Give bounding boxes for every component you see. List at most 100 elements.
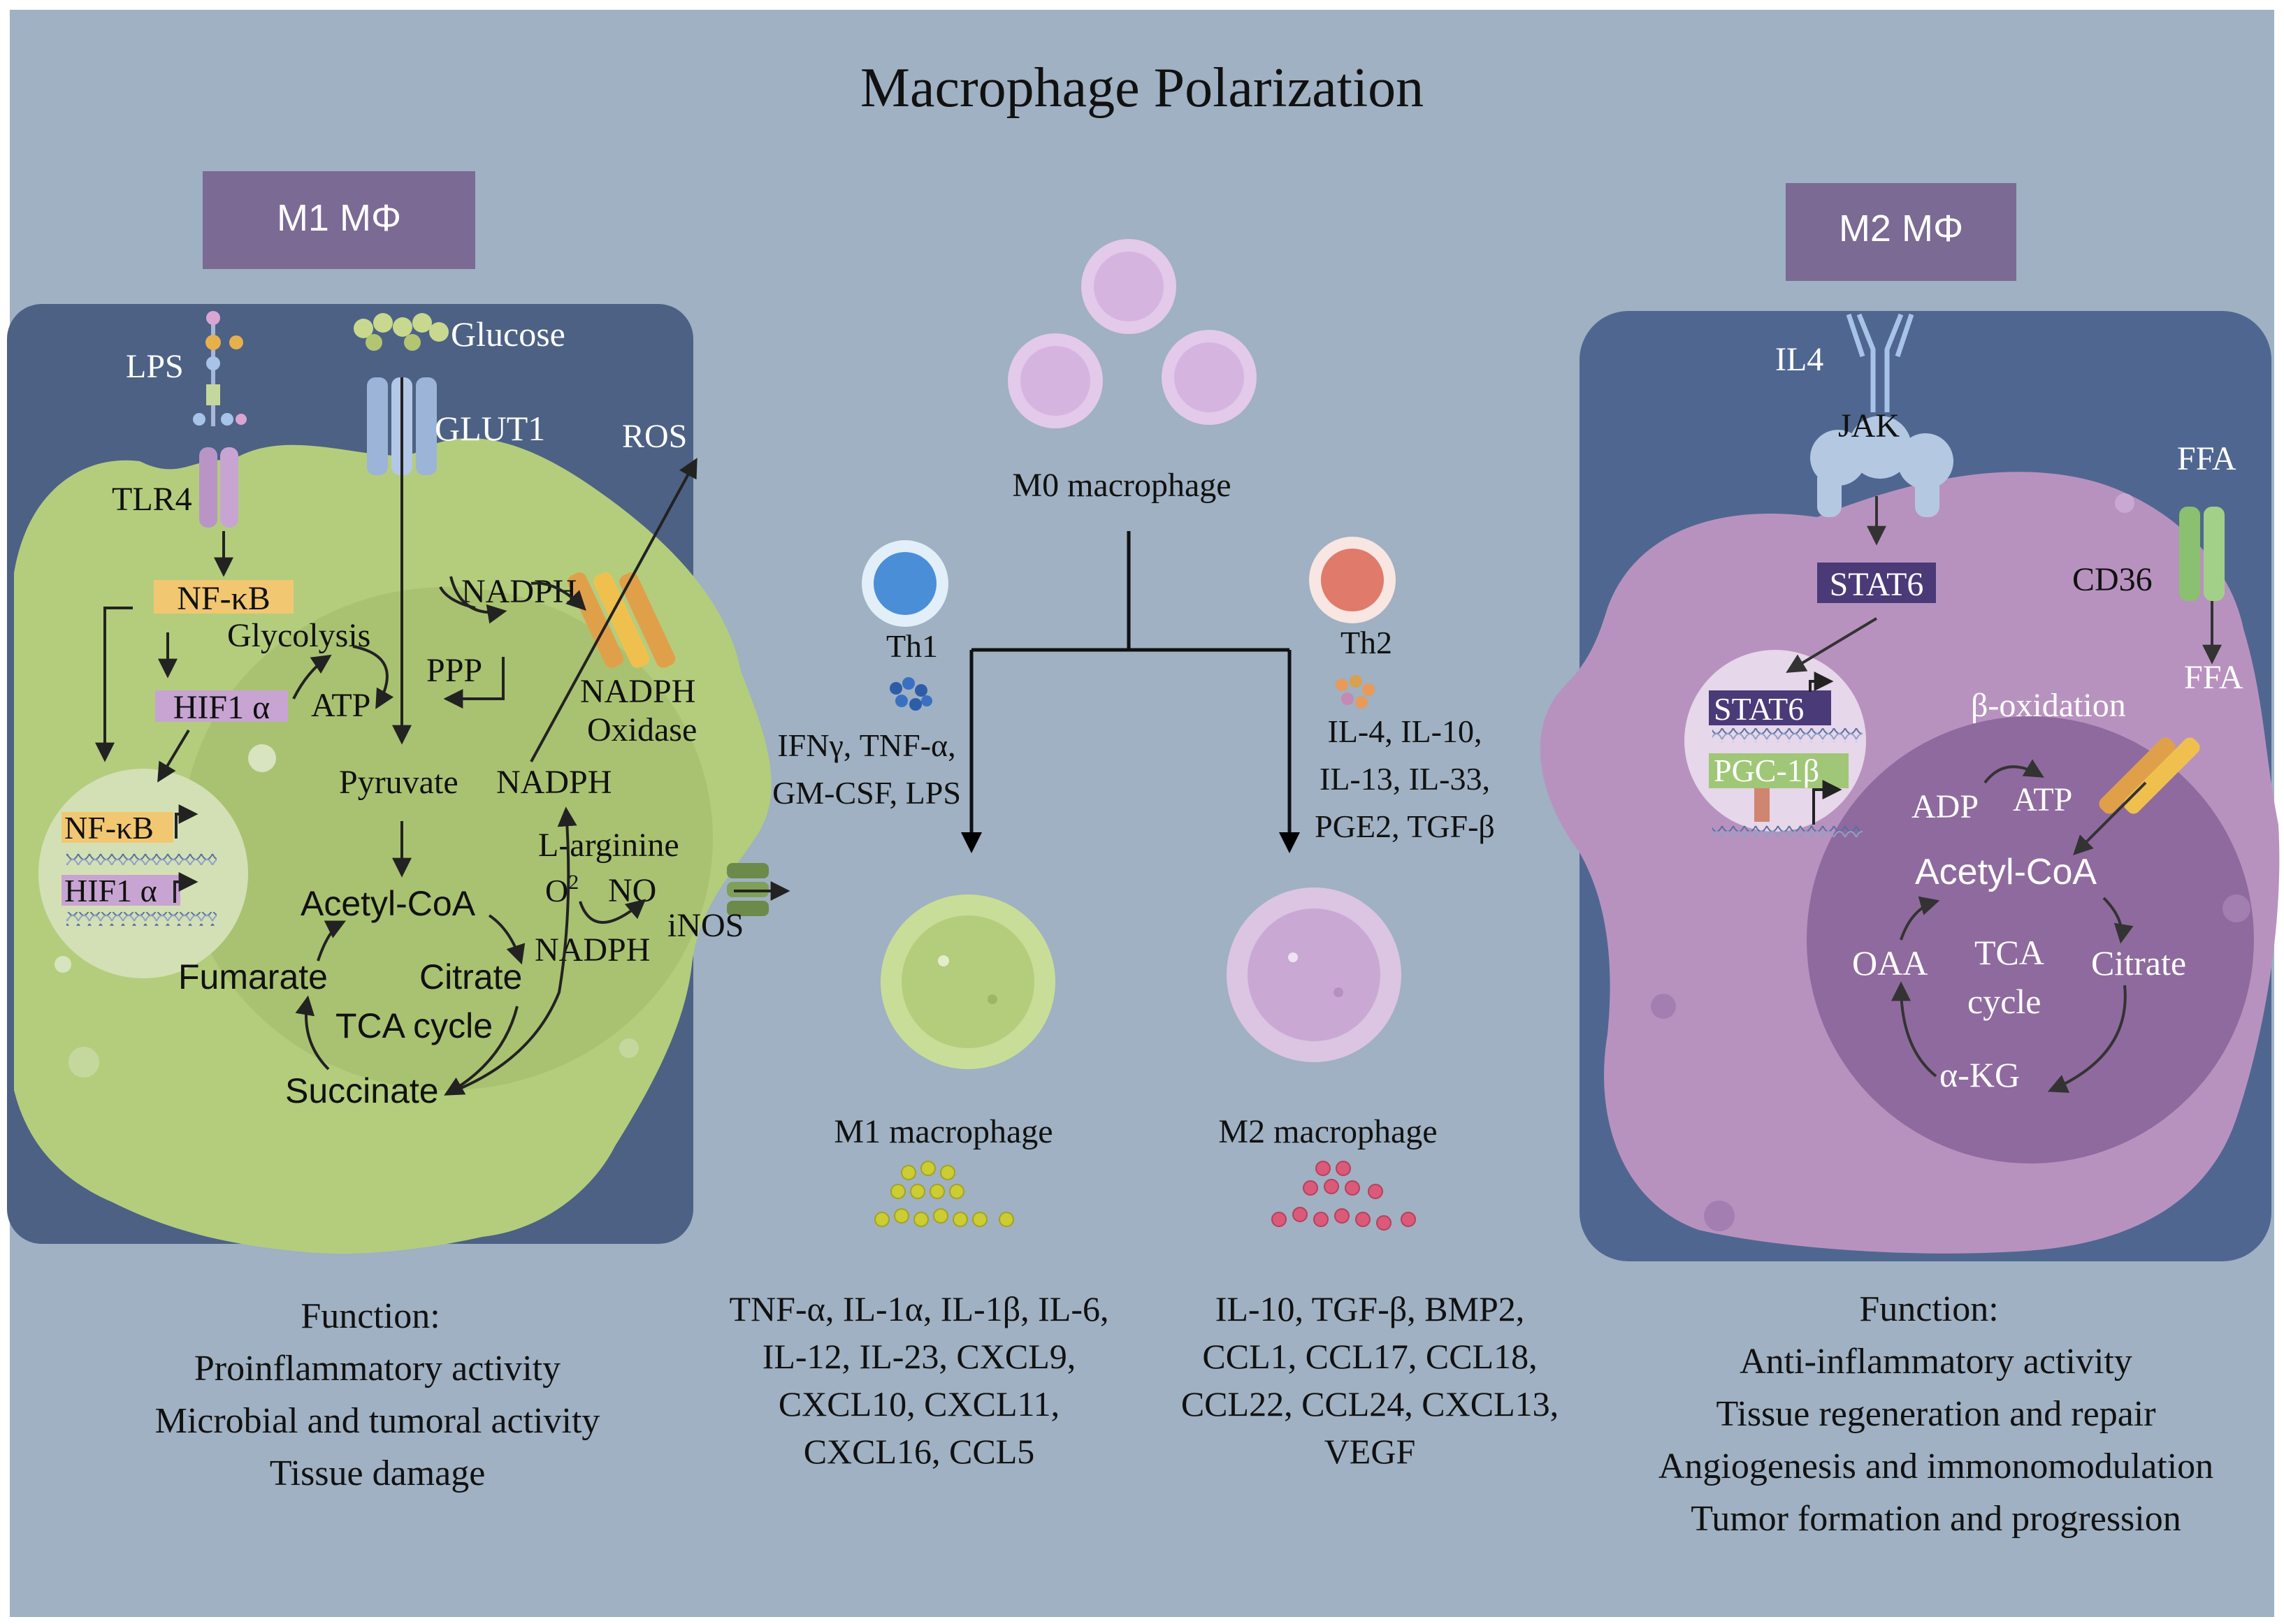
glycolysis-label: Glycolysis	[227, 617, 370, 654]
glut1-transporter-icon	[367, 377, 437, 475]
ffa-top-label: FFA	[2177, 440, 2236, 477]
m2-header-box	[1786, 183, 2016, 281]
ros-label: ROS	[622, 418, 687, 455]
atp-label-m2: ATP	[2013, 781, 2072, 818]
hif1a-to-glycolysis-arrow	[292, 654, 332, 699]
acetylcoa-to-citrate-arrow	[2102, 897, 2134, 944]
th1-stimuli-line: IFNγ, TNF-α,	[777, 727, 955, 763]
il4-receptor-icon	[1846, 313, 1914, 412]
il4-label: IL4	[1775, 341, 1823, 378]
l-arginine-label: L-arginine	[538, 827, 679, 864]
dna-strand-icon	[1712, 728, 1863, 742]
ffa-in-label: FFA	[2184, 659, 2243, 696]
th1-cytokines-icon	[890, 677, 932, 711]
akg-label: α-KG	[1939, 1055, 2020, 1094]
center-section: M0 macrophage Th1 IFNγ, TNF-α, GM-CSF, L…	[730, 239, 1559, 1471]
glucose-label: Glucose	[451, 314, 565, 354]
succinate-label: Succinate	[285, 1071, 439, 1110]
m2-cytokines-icon	[1271, 1161, 1416, 1231]
m1-vesicle	[68, 1047, 99, 1078]
m1-secreted-line: CXCL16, CCL5	[804, 1432, 1035, 1471]
m2-secreted-line: IL-10, TGF-β, BMP2,	[1215, 1289, 1525, 1328]
tlr4-receptor-icon	[199, 447, 238, 528]
m1-macrophage-icon	[881, 894, 1055, 1069]
jak-label: JAK	[1838, 407, 1900, 444]
jak-kinase-icon	[1810, 416, 1953, 517]
nfkb-gene-box	[62, 812, 173, 843]
m2-secreted-line: VEGF	[1324, 1432, 1416, 1471]
cd36-label: CD36	[2072, 561, 2153, 598]
atp-label: ATP	[311, 687, 370, 724]
stat6-gene-box	[1709, 690, 1831, 725]
nadph-oxidase-label-1: NADPH	[580, 673, 695, 710]
dna-strand-icon	[1712, 825, 1863, 839]
citrate-label-m2: Citrate	[2091, 943, 2186, 983]
nadph-mid-label: NADPH	[496, 764, 612, 801]
oaa-label: OAA	[1852, 943, 1928, 983]
hif1a-to-nucleus-arrow	[157, 729, 190, 783]
pgc1b-promoter-arrow	[1812, 780, 1842, 825]
ppp-return-arrow	[443, 657, 505, 709]
acetyl-coa-label: Acetyl-CoA	[301, 884, 476, 923]
nadph-oxidase-label-2: Oxidase	[587, 711, 697, 748]
hif1a-gene-label: HIF1 α	[64, 873, 157, 908]
hif1a-label: HIF1 α	[173, 689, 270, 726]
ppp-branch	[439, 586, 476, 609]
glut1-label: GLUT1	[435, 409, 545, 448]
citrate-to-succinate-arrow	[444, 1006, 519, 1096]
m1-pathway-arrows	[95, 377, 790, 1096]
lps-molecule-icon	[193, 311, 247, 426]
ppp-label: PPP	[426, 652, 482, 689]
m1-function-title: Function:	[301, 1296, 440, 1336]
stat6-to-nucleus-arrow	[1786, 617, 1878, 673]
citrate-to-akg-arrow	[2047, 985, 2127, 1093]
m2-nucleus	[1807, 716, 2254, 1163]
m2-vesicle	[2222, 894, 2250, 922]
nfkb-label: NF-κB	[177, 580, 270, 617]
m1-vesicle	[619, 1038, 639, 1058]
stat6-gene-label: STAT6	[1714, 691, 1804, 727]
glycolysis-to-atp-arrow	[352, 645, 394, 709]
m1-vesicle	[248, 744, 276, 772]
m2-macrophage-icon	[1227, 887, 1401, 1062]
oaa-to-acetylcoa-arrow	[1900, 896, 1940, 941]
m2-pathway-arrows	[1786, 496, 2222, 1093]
akg-to-oaa-arrow	[1891, 981, 1937, 1078]
m2-function-item: Tissue regeneration and repair	[1716, 1394, 2155, 1434]
ffa-to-acetylcoa-arrow	[2073, 781, 2147, 855]
stat6-promoter-arrow	[1809, 672, 1834, 692]
dna-strand-icon	[66, 912, 217, 926]
adp-to-atp-arrow	[1983, 759, 2044, 784]
oxidase-to-ros-arrow	[530, 458, 698, 762]
arginine-to-no-arrow	[579, 899, 646, 924]
cycle-label: cycle	[1967, 982, 2041, 1021]
adp-label: ADP	[1911, 788, 1979, 825]
th1-cell-icon	[862, 540, 948, 627]
m1-header-label: M1 MΦ	[277, 197, 401, 239]
stat6-label: STAT6	[1830, 566, 1924, 603]
nadph-top-label: NADPH	[461, 573, 577, 610]
acetyl-coa-label-m2: Acetyl-CoA	[1915, 852, 2097, 892]
m2-vesicle	[2115, 493, 2134, 513]
figure-title: Macrophage Polarization	[860, 57, 1424, 119]
glucose-molecules-icon	[354, 313, 449, 351]
m1-function-item: Microbial and tumoral activity	[155, 1401, 600, 1441]
pyruvate-label: Pyruvate	[339, 764, 458, 801]
m2-secreted-line: CCL1, CCL17, CCL18,	[1202, 1337, 1537, 1376]
m2-function-item: Tumor formation and progression	[1691, 1499, 2181, 1539]
th2-stimuli-line: IL-4, IL-10,	[1328, 713, 1482, 749]
citrate-label: Citrate	[419, 957, 522, 996]
m2-function-item: Angiogenesis and immonomodulation	[1658, 1447, 2213, 1486]
m2-function-item: Anti-inflammatory activity	[1740, 1342, 2132, 1382]
m1-function-item: Tissue damage	[270, 1453, 486, 1493]
m1-panel: M1 MΦ LPS TLR4	[7, 171, 790, 1493]
fumarate-to-acetylcoa-arrow	[317, 920, 347, 962]
m0-macrophage-icon	[1008, 239, 1257, 428]
m2-macrophage-label: M2 macrophage	[1218, 1113, 1437, 1150]
fumarate-label: Fumarate	[178, 957, 328, 996]
nfkb-box	[154, 580, 294, 614]
succinate-to-fumarate-arrow	[295, 995, 330, 1071]
tca-label: TCA	[1974, 933, 2044, 972]
dna-strand-icon	[66, 851, 217, 865]
